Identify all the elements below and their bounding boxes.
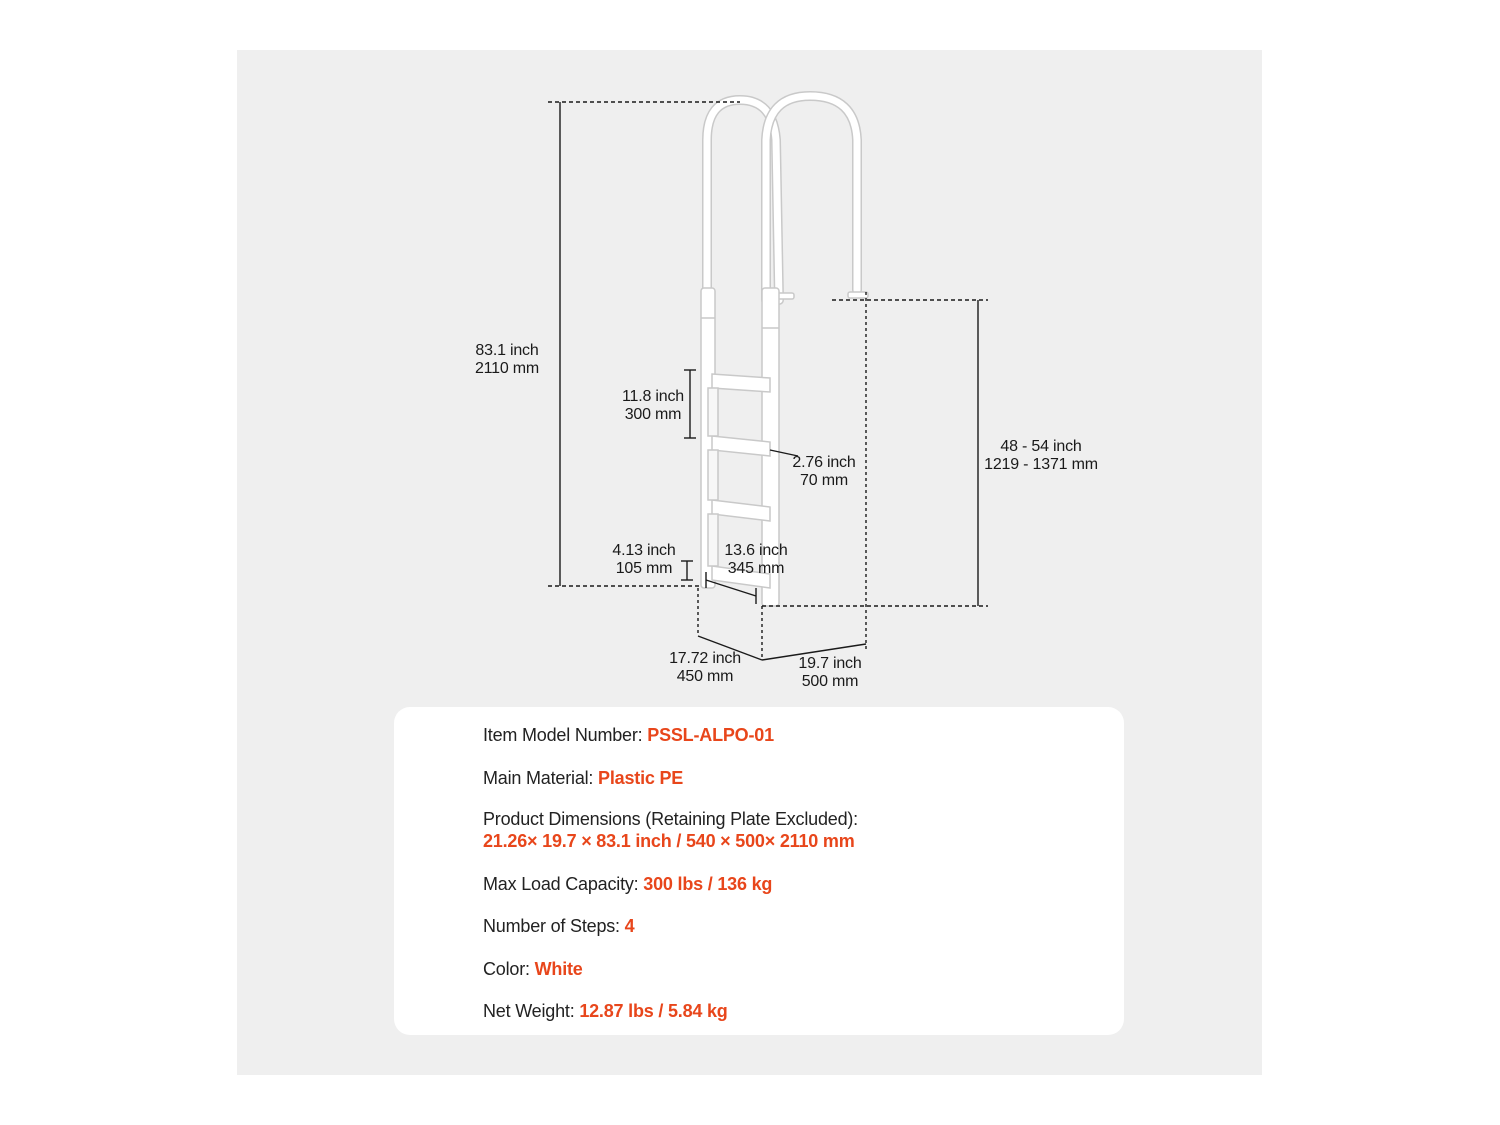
spec-load-value: 300 lbs / 136 kg <box>643 874 773 894</box>
spec-weight: Net Weight: 12.87 lbs / 5.84 kg <box>483 1000 728 1022</box>
spec-model-label: Item Model Number: <box>483 725 648 745</box>
base-width-label: 17.72 inch 450 mm <box>662 650 748 686</box>
spec-model: Item Model Number: PSSL-ALPO-01 <box>483 724 774 746</box>
spec-load-label: Max Load Capacity: <box>483 874 644 894</box>
spec-weight-value: 12.87 lbs / 5.84 kg <box>579 1001 728 1021</box>
spec-material: Main Material: Plastic PE <box>483 767 683 789</box>
total-height-imperial: 83.1 inch <box>475 342 539 359</box>
bottom-gap-imperial: 4.13 inch <box>612 542 676 559</box>
base-width-imperial: 17.72 inch <box>669 650 741 667</box>
spec-steps-label: Number of Steps: <box>483 916 625 936</box>
spec-color-label: Color: <box>483 959 535 979</box>
dimension-lines <box>548 101 988 661</box>
bottom-gap-label: 4.13 inch 105 mm <box>604 542 684 578</box>
base-width-metric: 450 mm <box>676 668 734 685</box>
step-spacing-imperial: 11.8 inch <box>622 388 684 405</box>
bottom-gap-metric: 105 mm <box>615 560 673 577</box>
water-depth-imperial: 48 - 54 inch <box>1000 438 1082 455</box>
spec-material-label: Main Material: <box>483 768 599 788</box>
step-width-metric: 345 mm <box>727 560 785 577</box>
spec-material-value: Plastic PE <box>598 768 684 788</box>
spec-color-value: White <box>534 959 583 979</box>
spec-dimensions-label: Product Dimensions (Retaining Plate Excl… <box>483 809 858 829</box>
total-height-label: 83.1 inch 2110 mm <box>466 342 548 378</box>
base-depth-label: 19.7 inch 500 mm <box>790 655 870 691</box>
step-depth-label: 2.76 inch 70 mm <box>784 454 864 490</box>
spec-color: Color: White <box>483 958 583 980</box>
spec-dimensions-value: 21.26× 19.7 × 83.1 inch / 540 × 500× 211… <box>483 831 855 851</box>
step-width-imperial: 13.6 inch <box>724 542 788 559</box>
base-depth-metric: 500 mm <box>801 673 859 690</box>
spec-steps-value: 4 <box>624 916 635 936</box>
step-2 <box>711 435 771 457</box>
spec-steps: Number of Steps: 4 <box>483 915 635 937</box>
mount-plate-front <box>847 291 869 299</box>
spec-load: Max Load Capacity: 300 lbs / 136 kg <box>483 873 772 895</box>
spec-model-value: PSSL-ALPO-01 <box>647 725 774 745</box>
step-depth-metric: 70 mm <box>800 472 848 489</box>
water-depth-metric: 1219 - 1371 mm <box>984 456 1098 473</box>
step-3 <box>711 499 771 522</box>
spec-weight-label: Net Weight: <box>483 1001 580 1021</box>
step-spacing-label: 11.8 inch 300 mm <box>612 388 694 424</box>
total-height-metric: 2110 mm <box>474 360 540 377</box>
base-depth-imperial: 19.7 inch <box>798 655 862 672</box>
step-spacing-metric: 300 mm <box>624 406 682 423</box>
step-width-label: 13.6 inch 345 mm <box>716 542 796 578</box>
step-4 <box>711 565 771 589</box>
specs-card: Item Model Number: PSSL-ALPO-01 Main Mat… <box>394 707 1124 1035</box>
water-depth-label: 48 - 54 inch 1219 - 1371 mm <box>982 438 1100 474</box>
spec-dimensions: Product Dimensions (Retaining Plate Excl… <box>483 808 858 852</box>
ladder-illustration <box>700 90 869 607</box>
step-1 <box>711 373 771 393</box>
step-depth-imperial: 2.76 inch <box>792 454 856 471</box>
